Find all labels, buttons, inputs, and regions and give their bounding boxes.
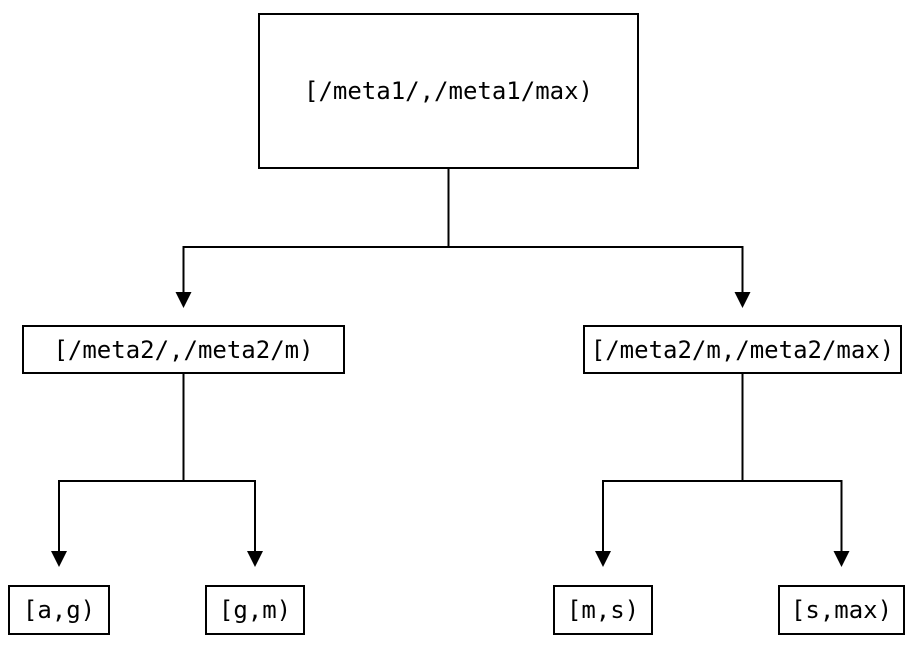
edge-arrowhead-leaf-ag — [51, 551, 67, 567]
edge-arrowhead-leaf-smax — [833, 551, 850, 567]
edge-left-to-leaves — [51, 374, 263, 567]
node-root-label: [/meta1/,/meta1/max) — [304, 77, 593, 105]
node-meta2-right-label: [/meta2/m,/meta2/max) — [590, 335, 895, 364]
edge-arrowhead-right-child — [734, 292, 751, 308]
node-leaf-gm-label: [g,m) — [218, 596, 292, 624]
node-leaf-ag: [a,g) — [8, 585, 110, 635]
edge-right-to-leaves — [595, 374, 850, 567]
edge-arrowhead-leaf-ms — [595, 551, 611, 567]
node-leaf-smax-label: [s,max) — [790, 596, 893, 624]
node-root: [/meta1/,/meta1/max) — [258, 13, 639, 169]
node-leaf-ms: [m,s) — [553, 585, 653, 635]
node-leaf-ms-label: [m,s) — [566, 596, 640, 624]
node-leaf-smax: [s,max) — [778, 585, 905, 635]
edge-root-to-children — [175, 169, 751, 308]
node-meta2-left: [/meta2/,/meta2/m) — [22, 325, 345, 374]
edge-arrowhead-left-child — [175, 292, 192, 308]
edge-arrowhead-leaf-gm — [247, 551, 263, 567]
node-leaf-ag-label: [a,g) — [22, 596, 96, 624]
node-meta2-left-label: [/meta2/,/meta2/m) — [53, 335, 314, 364]
node-leaf-gm: [g,m) — [205, 585, 305, 635]
node-meta2-right: [/meta2/m,/meta2/max) — [583, 325, 902, 374]
